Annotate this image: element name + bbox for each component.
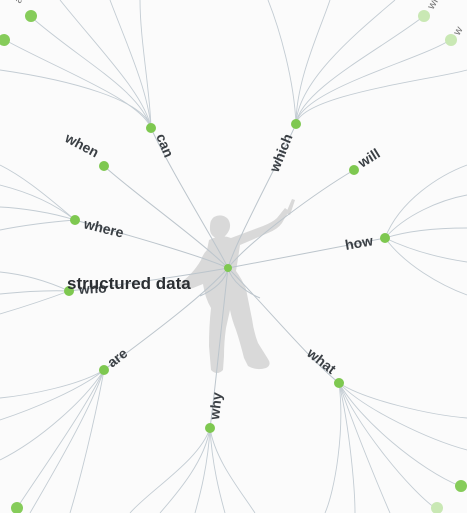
branch-label-what[interactable]: what xyxy=(303,344,339,377)
leaf-node xyxy=(0,34,10,46)
leaf-fan-what xyxy=(324,382,467,513)
branch-label-why[interactable]: why xyxy=(206,391,225,421)
branch-node-which[interactable] xyxy=(291,119,301,129)
leaf-node xyxy=(418,10,430,22)
branch-node-who[interactable] xyxy=(64,286,74,296)
branch-label-who[interactable]: who xyxy=(77,280,107,297)
leaf-node xyxy=(431,502,443,513)
person-silhouette-icon xyxy=(179,199,295,373)
leaf-node xyxy=(11,502,23,513)
leaf-fan-why xyxy=(129,427,256,513)
leaf-label: ata xyxy=(12,0,30,6)
branch-label-when[interactable]: when xyxy=(62,129,102,160)
leaf-node xyxy=(25,10,37,22)
branch-node-can[interactable] xyxy=(146,123,156,133)
leaf-fan-how xyxy=(384,164,467,296)
leaf-fan-which xyxy=(267,0,467,125)
leaf-fan-where xyxy=(0,164,76,231)
branch-node-what[interactable] xyxy=(334,378,344,388)
leaf-node xyxy=(455,480,467,492)
branch-node-are[interactable] xyxy=(99,365,109,375)
branch-label-can[interactable]: can xyxy=(153,131,177,159)
root-label[interactable]: structured data xyxy=(67,274,191,293)
branch-node-where[interactable] xyxy=(70,215,80,225)
branch-node-when[interactable] xyxy=(99,161,109,171)
leaf-node xyxy=(445,34,457,46)
branch-node-how[interactable] xyxy=(380,233,390,243)
branch-label-how[interactable]: how xyxy=(344,232,374,253)
branch-label-which[interactable]: which xyxy=(266,131,296,175)
branch-nodes xyxy=(64,119,390,433)
root-node[interactable] xyxy=(224,264,232,272)
branch-node-why[interactable] xyxy=(205,423,215,433)
branch-label-where[interactable]: where xyxy=(81,215,125,241)
leaf-fan-who xyxy=(0,271,70,315)
leaf-fan-are xyxy=(0,369,105,513)
leaf-fan-can xyxy=(0,0,152,129)
branch-node-will[interactable] xyxy=(349,165,359,175)
leaf-label: wi xyxy=(425,0,441,12)
leaf-text-fragments: ata wi w xyxy=(12,0,465,38)
leaf-nodes xyxy=(0,10,467,513)
branch-label-will[interactable]: will xyxy=(354,145,382,171)
